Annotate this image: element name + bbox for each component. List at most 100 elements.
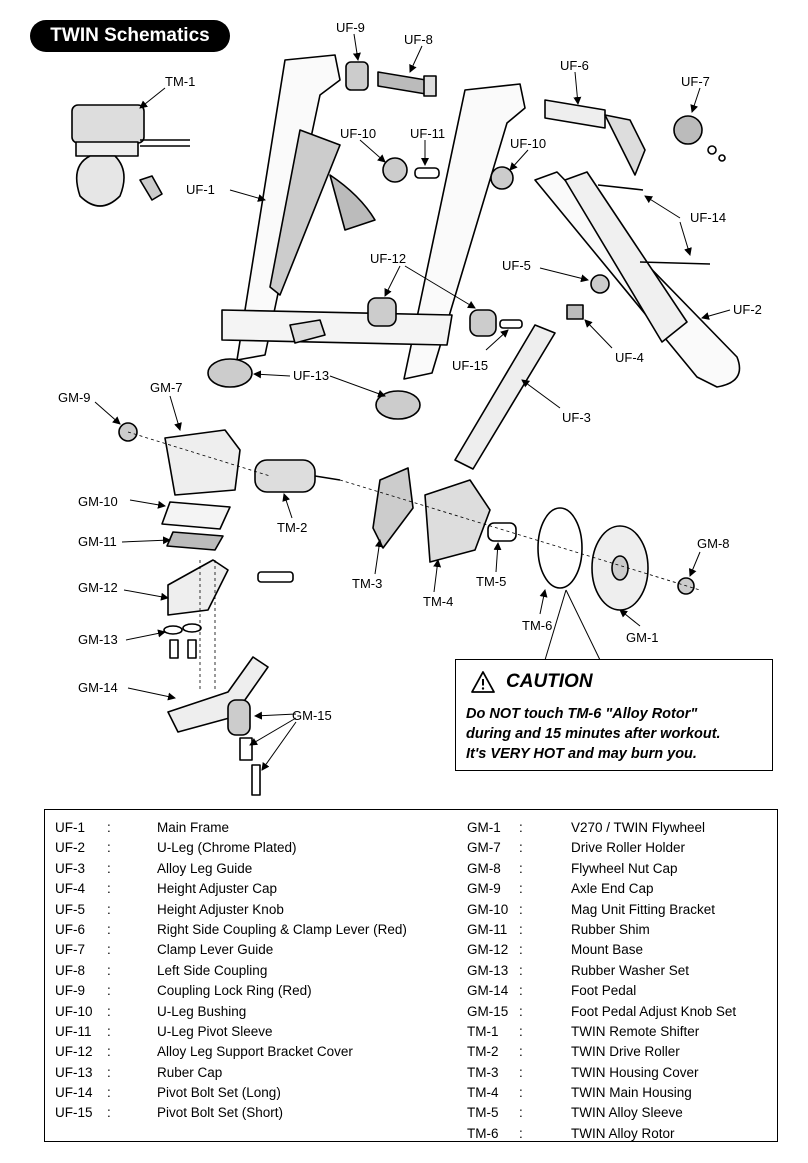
mount-base-bolt-drawing <box>257 571 294 583</box>
legend-row: GM-9:Axle End Cap <box>467 879 736 899</box>
separator: : <box>519 1023 523 1039</box>
part-description: Main Frame <box>157 820 230 835</box>
height-adjuster-knob-drawing <box>590 274 610 294</box>
part-code: TM-1 <box>467 1023 499 1039</box>
callout-gm9: GM-9 <box>58 390 91 405</box>
callout-gm14: GM-14 <box>78 680 118 695</box>
height-adjuster-cap-drawing <box>566 304 584 320</box>
callout-labels: TM-1 UF-9 UF-8 UF-6 UF-7 UF-10 UF-11 UF-… <box>58 20 762 723</box>
callout-gm8: GM-8 <box>697 536 730 551</box>
legend-row: UF-13:Ruber Cap <box>55 1063 407 1083</box>
callout-gm7: GM-7 <box>150 380 183 395</box>
mount-base-drawing <box>167 559 229 616</box>
caution-line: It's VERY HOT and may burn you. <box>466 746 697 762</box>
separator: : <box>107 1044 111 1060</box>
part-code: UF-9 <box>55 983 85 999</box>
legend-row: UF-5: Height Adjuster Knob <box>55 900 407 920</box>
part-code: UF-11 <box>55 1023 92 1039</box>
separator: : <box>107 860 111 876</box>
caution-box: CAUTION Do NOT touch TM-6 "Alloy Rotor" … <box>455 659 773 771</box>
part-description: U-Leg Pivot Sleeve <box>157 1023 273 1039</box>
callout-tm2: TM-2 <box>277 520 307 535</box>
part-code: UF-2 <box>55 840 85 856</box>
rubber-cap-drawing <box>207 358 253 388</box>
callout-uf1: UF-1 <box>186 182 215 197</box>
alloy-sleeve-drawing <box>487 522 517 542</box>
foot-pedal-drawing <box>167 656 269 733</box>
separator: : <box>107 1023 111 1039</box>
part-description: U-Leg (Chrome Plated) <box>157 840 297 856</box>
leg-bracket-cover-drawing <box>367 297 397 327</box>
alloy-rotor-drawing <box>537 507 583 589</box>
legend-row: GM-1:V270 / TWIN Flywheel <box>467 818 736 838</box>
legend-row: UF-12:Alloy Leg Support Bracket Cover <box>55 1042 407 1062</box>
part-code: GM-11 <box>467 921 508 937</box>
legend-row: TM-1:TWIN Remote Shifter <box>467 1022 736 1042</box>
leg-bracket-cover-drawing <box>469 309 497 337</box>
part-description: Alloy Leg Support Bracket Cover <box>157 1044 353 1060</box>
separator: : <box>519 860 523 876</box>
separator: : <box>107 901 111 917</box>
part-description: Height Adjuster Knob <box>157 901 284 917</box>
legend-row: UF-14:Pivot Bolt Set (Long) <box>55 1083 407 1103</box>
left-side-coupling-drawing <box>377 71 437 97</box>
legend-row: UF-11: U-Leg Pivot Sleeve <box>55 1022 407 1042</box>
callout-uf4: UF-4 <box>615 350 644 365</box>
callout-tm1: TM-1 <box>165 74 195 89</box>
separator: : <box>107 921 111 937</box>
foot-pedal-bolt-drawing <box>251 764 261 796</box>
legend-row: UF-15:Pivot Bolt Set (Short) <box>55 1103 407 1123</box>
separator: : <box>519 820 523 835</box>
callout-gm12: GM-12 <box>78 580 118 595</box>
part-code: UF-4 <box>55 881 85 897</box>
part-description: Left Side Coupling <box>157 962 268 978</box>
legend-row: GM-14:Foot Pedal <box>467 981 736 1001</box>
separator: : <box>519 1105 523 1121</box>
callout-uf10: UF-10 <box>510 136 546 151</box>
separator: : <box>107 840 111 856</box>
callout-uf14: UF-14 <box>690 210 726 225</box>
part-code: GM-8 <box>467 860 501 876</box>
callout-uf3: UF-3 <box>562 410 591 425</box>
part-code: GM-10 <box>467 901 509 917</box>
separator: : <box>519 962 523 978</box>
separator: : <box>107 962 111 978</box>
legend-row: TM-3:TWIN Housing Cover <box>467 1063 736 1083</box>
separator: : <box>107 820 111 835</box>
pivot-bolt-short-drawing <box>499 319 523 329</box>
housing-cover-drawing <box>372 467 414 549</box>
separator: : <box>519 1003 523 1019</box>
right-side-coupling-drawing <box>544 99 646 176</box>
part-description: Mag Unit Fitting Bracket <box>571 901 716 917</box>
legend-row: GM-7:Drive Roller Holder <box>467 838 736 858</box>
u-leg-pivot-sleeve-drawing <box>414 167 440 179</box>
callout-gm15: GM-15 <box>292 708 332 723</box>
part-code: TM-4 <box>467 1085 499 1101</box>
warning-triangle-icon <box>471 671 495 693</box>
legend-row: GM-8:Flywheel Nut Cap <box>467 859 736 879</box>
part-code: UF-5 <box>55 901 85 917</box>
part-description: Height Adjuster Cap <box>157 881 278 897</box>
remote-shifter-drawing <box>71 104 190 207</box>
legend-row: UF-9:Coupling Lock Ring (Red) <box>55 981 407 1001</box>
part-code: GM-15 <box>467 1003 509 1019</box>
part-description: TWIN Housing Cover <box>571 1064 699 1080</box>
separator: : <box>519 1085 523 1101</box>
exploded-parts-diagram: TM-1 UF-9 UF-8 UF-6 UF-7 UF-10 UF-11 UF-… <box>58 20 762 796</box>
separator: : <box>107 942 111 958</box>
legend-row: UF-7:Clamp Lever Guide <box>55 940 407 960</box>
part-description: Ruber Cap <box>157 1064 223 1080</box>
callout-gm10: GM-10 <box>78 494 118 509</box>
legend-row: GM-13:Rubber Washer Set <box>467 961 736 981</box>
part-description: Coupling Lock Ring (Red) <box>157 983 312 999</box>
callout-uf7: UF-7 <box>681 74 710 89</box>
drive-roller-axle-drawing <box>314 475 341 481</box>
main-housing-drawing <box>424 479 491 563</box>
part-code: TM-5 <box>467 1105 499 1121</box>
legend-row: UF-1:Main Frame <box>55 818 407 838</box>
separator: : <box>107 1085 111 1101</box>
separator: : <box>519 1064 523 1080</box>
callout-gm1: GM-1 <box>626 630 659 645</box>
drive-roller-holder-drawing <box>164 429 241 496</box>
